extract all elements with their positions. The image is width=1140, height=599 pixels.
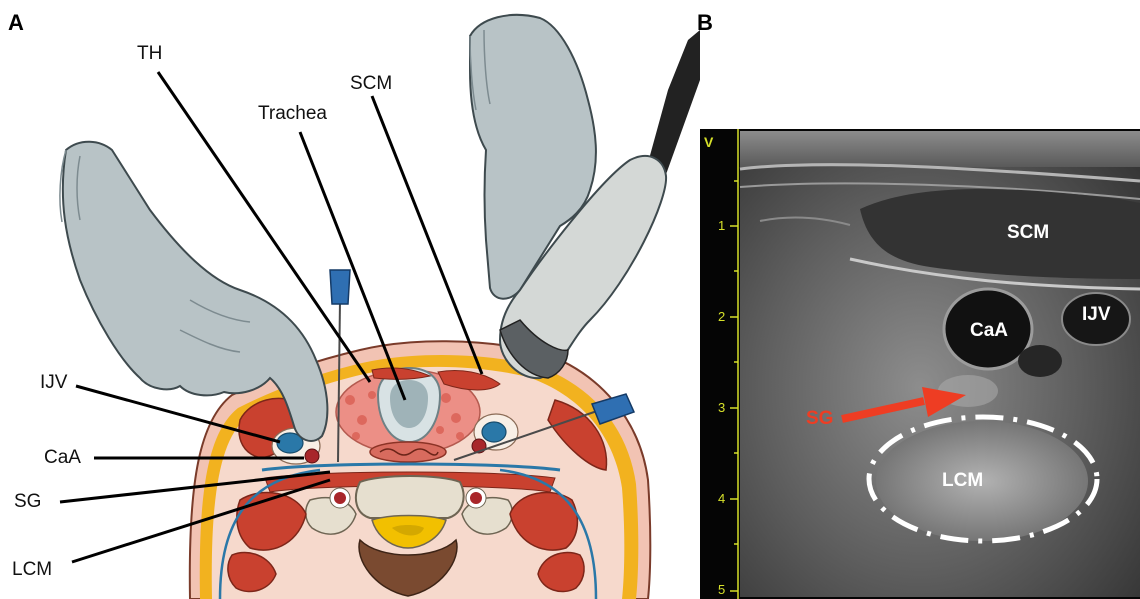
needle-hub-left	[330, 270, 350, 304]
depth-tick-1: 1	[718, 218, 725, 233]
depth-tick-2: 2	[718, 309, 725, 324]
left-glove	[63, 142, 328, 441]
us-label-ijv: IJV	[1082, 304, 1111, 326]
us-label-caa: CaA	[970, 320, 1008, 342]
us-label-sg: SG	[806, 408, 833, 430]
depth-tick-5: 5	[718, 582, 725, 597]
us-label-lcm: LCM	[942, 470, 983, 492]
ultrasound-image	[700, 129, 1140, 599]
label-ijv: IJV	[40, 372, 67, 394]
label-th: TH	[137, 43, 162, 65]
label-lcm: LCM	[12, 559, 52, 581]
vertebral-body	[356, 476, 464, 518]
pointer-scm	[372, 96, 482, 374]
label-caa: CaA	[44, 447, 81, 469]
caa-left	[305, 449, 319, 463]
label-sg: SG	[14, 491, 41, 513]
panel-b-letter: B	[697, 10, 713, 36]
depth-marker-v: V	[704, 134, 713, 150]
label-scm: SCM	[350, 73, 392, 95]
label-trachea: Trachea	[258, 103, 327, 125]
ijv-right	[482, 422, 506, 442]
esophagus	[370, 442, 446, 462]
us-label-scm: SCM	[1007, 222, 1049, 244]
depth-tick-4: 4	[718, 491, 725, 506]
depth-tick-3: 3	[718, 400, 725, 415]
